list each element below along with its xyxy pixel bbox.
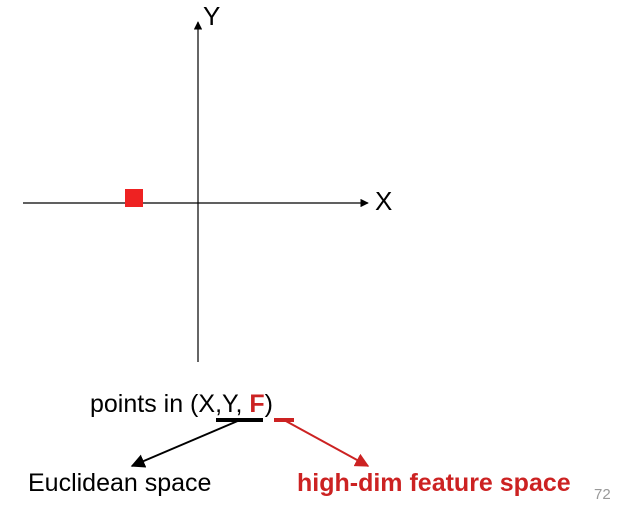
data-point-marker — [125, 189, 143, 207]
caption-points-in: points in (X,Y, F) — [90, 390, 273, 418]
euclidean-arrow — [130, 419, 241, 468]
x-axis-label: X — [375, 186, 392, 216]
caption-xy: X,Y — [198, 390, 239, 418]
caption-suffix: ) — [265, 390, 273, 418]
caption-f: F — [249, 390, 264, 418]
caption-sep: , — [235, 390, 249, 418]
slide-number: 72 — [594, 486, 611, 503]
euclidean-space-label: Euclidean space — [28, 469, 211, 497]
y-axis-label: Y — [203, 1, 220, 31]
feature-space-arrow — [283, 419, 370, 467]
feature-space-label: high-dim feature space — [297, 469, 571, 497]
caption-prefix: points in ( — [90, 390, 199, 418]
